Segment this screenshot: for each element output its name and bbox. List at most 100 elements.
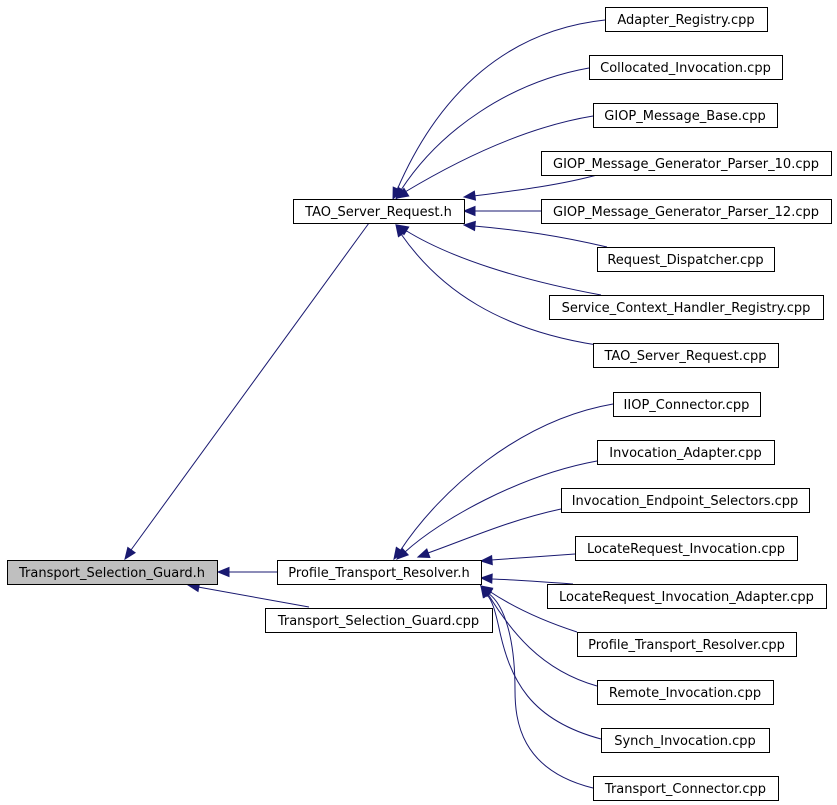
node-label: Remote_Invocation.cpp [609, 686, 761, 701]
node-box[interactable] [597, 247, 775, 272]
node-n18[interactable]: Synch_Invocation.cpp [601, 728, 770, 753]
node-box[interactable] [597, 680, 774, 705]
edge-n20-n0 [186, 581, 310, 608]
node-n7[interactable]: Request_Dispatcher.cpp [597, 247, 775, 272]
edge-n8-n1 [395, 224, 602, 296]
edge-line [473, 174, 598, 197]
edge-line [400, 67, 590, 191]
node-box[interactable] [277, 560, 482, 585]
node-box[interactable] [547, 584, 827, 609]
node-box[interactable] [589, 55, 783, 80]
edge-line [130, 222, 370, 551]
graph-nodes: Transport_Selection_Guard.h TAO_Server_Re… [7, 7, 832, 801]
node-label: IIOP_Connector.cpp [624, 398, 750, 413]
node-label: LocateRequest_Invocation.cpp [587, 542, 785, 557]
arrowhead [396, 547, 410, 560]
node-n3[interactable]: Collocated_Invocation.cpp [589, 55, 783, 80]
node-box[interactable] [293, 199, 465, 224]
node-label: GIOP_Message_Base.cpp [604, 109, 765, 124]
node-box[interactable] [593, 103, 778, 128]
node-n10[interactable]: Profile_Transport_Resolver.h [277, 560, 482, 585]
edge-line [486, 594, 602, 740]
root-node-n0[interactable]: Transport_Selection_Guard.h [7, 560, 218, 585]
node-n1[interactable]: TAO_Server_Request.h [293, 199, 465, 224]
node-label: Adapter_Registry.cpp [617, 13, 754, 28]
node-box[interactable] [593, 343, 779, 368]
edge-n14-n10 [479, 553, 576, 566]
arrowhead [462, 190, 477, 201]
node-n6[interactable]: GIOP_Message_Generator_Parser_12.cpp [541, 199, 832, 224]
node-n14[interactable]: LocateRequest_Invocation.cpp [575, 536, 798, 561]
arrowhead [216, 566, 230, 578]
edge-line [488, 590, 578, 633]
node-box[interactable] [541, 199, 832, 224]
node-box[interactable] [613, 392, 761, 417]
node-box[interactable] [577, 632, 797, 657]
node-n8[interactable]: Service_Context_Handler_Registry.cpp [549, 295, 824, 320]
node-box[interactable] [593, 776, 779, 801]
arrowhead [462, 220, 476, 232]
node-label: Service_Context_Handler_Registry.cpp [562, 301, 811, 316]
edge-line [473, 225, 608, 248]
edge-line [404, 229, 602, 296]
node-label: Profile_Transport_Resolver.cpp [588, 638, 785, 653]
edge-n4-n1 [395, 115, 594, 199]
edge-line [197, 586, 310, 608]
node-box[interactable] [601, 728, 770, 753]
node-label: Request_Dispatcher.cpp [607, 253, 763, 268]
edge-n6-n1 [462, 205, 541, 217]
node-box[interactable] [561, 488, 810, 513]
edge-n7-n1 [462, 220, 608, 248]
node-n15[interactable]: LocateRequest_Invocation_Adapter.cpp [547, 584, 827, 609]
node-n11[interactable]: IIOP_Connector.cpp [613, 392, 761, 417]
node-label: Transport_Connector.cpp [604, 782, 766, 797]
arrowhead [395, 223, 407, 238]
node-label: Synch_Invocation.cpp [614, 734, 756, 749]
node-n2[interactable]: Adapter_Registry.cpp [605, 7, 768, 32]
arrowhead [462, 205, 476, 217]
node-box[interactable] [7, 560, 218, 585]
node-label: Collocated_Invocation.cpp [600, 61, 771, 76]
edge-line [399, 403, 614, 552]
edge-line [427, 508, 562, 554]
node-label: Invocation_Adapter.cpp [609, 446, 761, 461]
node-label: GIOP_Message_Generator_Parser_12.cpp [553, 205, 819, 220]
node-n20[interactable]: Transport_Selection_Guard.cpp [265, 608, 493, 633]
edge-line [490, 553, 576, 561]
edge-n1-n0 [124, 222, 370, 561]
edge-n12-n10 [396, 460, 598, 560]
edge-n5-n1 [462, 174, 598, 201]
edge-line [404, 460, 598, 553]
node-n17[interactable]: Remote_Invocation.cpp [597, 680, 774, 705]
edge-n10-n0 [216, 566, 277, 578]
node-n4[interactable]: GIOP_Message_Base.cpp [593, 103, 778, 128]
edge-line [487, 593, 598, 687]
arrowhead [124, 546, 137, 561]
node-label: Transport_Selection_Guard.cpp [277, 614, 479, 629]
node-box[interactable] [265, 608, 493, 633]
node-n16[interactable]: Profile_Transport_Resolver.cpp [577, 632, 797, 657]
edge-n9-n1 [395, 223, 598, 346]
edge-n3-n1 [395, 67, 590, 201]
node-n12[interactable]: Invocation_Adapter.cpp [597, 440, 775, 465]
node-label: GIOP_Message_Generator_Parser_10.cpp [553, 157, 819, 172]
node-label: TAO_Server_Request.h [304, 205, 452, 220]
node-n13[interactable]: Invocation_Endpoint_Selectors.cpp [561, 488, 810, 513]
edge-line [404, 115, 594, 193]
node-n19[interactable]: Transport_Connector.cpp [593, 776, 779, 801]
node-n5[interactable]: GIOP_Message_Generator_Parser_10.cpp [541, 151, 832, 176]
edge-line [487, 592, 594, 789]
node-label: Profile_Transport_Resolver.h [288, 566, 469, 581]
node-box[interactable] [597, 440, 775, 465]
node-label: TAO_Server_Request.cpp [603, 349, 766, 364]
node-box[interactable] [605, 7, 768, 32]
node-box[interactable] [575, 536, 798, 561]
edge-line [396, 19, 606, 191]
node-box[interactable] [549, 295, 824, 320]
edge-n15-n10 [479, 573, 574, 585]
arrowhead [395, 187, 410, 199]
node-n9[interactable]: TAO_Server_Request.cpp [593, 343, 779, 368]
edge-line [490, 578, 574, 585]
node-box[interactable] [541, 151, 832, 176]
